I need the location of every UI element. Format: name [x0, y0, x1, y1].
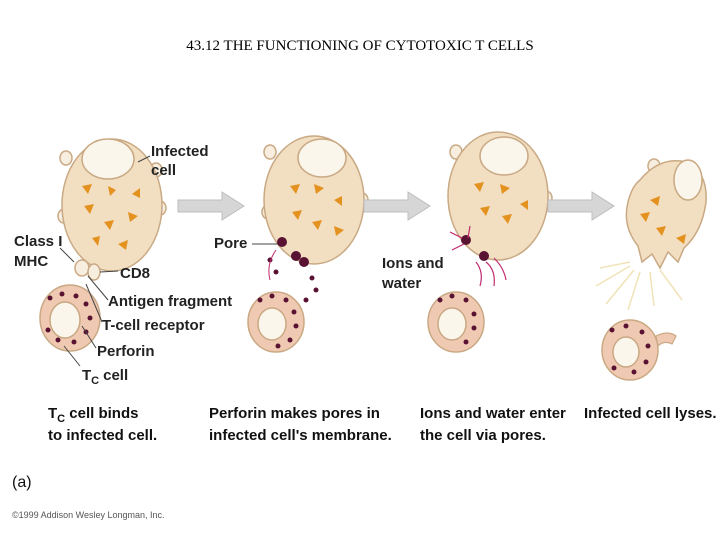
- label-ions-water-1: Ions and: [382, 255, 444, 272]
- perforin-granules: [257, 293, 299, 349]
- tc-cell-nucleus: [612, 336, 640, 368]
- lysis-rays: [595, 261, 683, 311]
- step-arrow-3: [547, 191, 615, 221]
- panel-1-binding: Infected cell Class I MHC CD8 Antigen fr…: [14, 138, 232, 387]
- antigen-fragments: [82, 184, 140, 250]
- infected-cell-nucleus: [479, 136, 529, 176]
- pores: [461, 235, 489, 261]
- perforin-molecules: [267, 257, 319, 303]
- caption-step-1-line-1: TC cell binds: [48, 405, 138, 425]
- caption-step-2-line-2: infected cell's membrane.: [209, 427, 392, 444]
- antigen-fragments: [640, 196, 686, 244]
- tc-cell-nucleus: [257, 307, 287, 341]
- tc-cell-nucleus: [49, 301, 81, 339]
- label-cd8: CD8: [120, 265, 150, 282]
- caption-step-3-line-2: the cell via pores.: [420, 427, 546, 444]
- ion-flow: [268, 249, 277, 281]
- copyright-notice: ©1999 Addison Wesley Longman, Inc.: [12, 510, 165, 520]
- ion-arrows: [449, 225, 507, 287]
- step-arrow-2: [363, 191, 431, 221]
- perforin-granules: [437, 293, 477, 345]
- pores: [277, 237, 309, 267]
- panel-id-label: (a): [12, 474, 32, 491]
- caption-step-1-line-2: to infected cell.: [48, 427, 157, 444]
- label-pore: Pore: [214, 235, 247, 252]
- infected-cell-nucleus: [673, 159, 703, 201]
- step-arrow-1: [177, 191, 245, 221]
- tc-cell-receptor: [655, 332, 677, 348]
- caption-step-4: Infected cell lyses.: [584, 405, 717, 422]
- label-tcell-receptor: T-cell receptor: [102, 317, 205, 334]
- label-perforin: Perforin: [97, 343, 155, 360]
- leader-lines: [59, 155, 151, 367]
- panel-2-perforin: Pore: [214, 135, 369, 353]
- infected-cell-nucleus: [81, 138, 135, 180]
- label-class-mhc-2: MHC: [14, 253, 48, 270]
- infected-cell-nucleus: [297, 138, 347, 178]
- label-ions-water-2: water: [381, 275, 421, 292]
- label-class-mhc-1: Class I: [14, 233, 62, 250]
- label-infected-cell-1: Infected: [151, 143, 209, 160]
- antigen-fragments: [474, 182, 528, 224]
- label-antigen-fragment: Antigen fragment: [108, 293, 232, 310]
- label-infected-cell-2: cell: [151, 162, 176, 179]
- tc-cell-nucleus: [437, 307, 467, 341]
- perforin-granules: [45, 291, 93, 345]
- antigen-fragments: [290, 184, 344, 236]
- caption-step-2-line-1: Perforin makes pores in: [209, 405, 380, 422]
- caption-step-3-line-1: Ions and water enter: [420, 405, 566, 422]
- panel-3-ions-water: Ions and water: [381, 131, 553, 353]
- panel-4-lysis: [595, 158, 707, 381]
- perforin-granules: [609, 323, 651, 375]
- page-title: 43.12 THE FUNCTIONING OF CYTOTOXIC T CEL…: [186, 38, 534, 54]
